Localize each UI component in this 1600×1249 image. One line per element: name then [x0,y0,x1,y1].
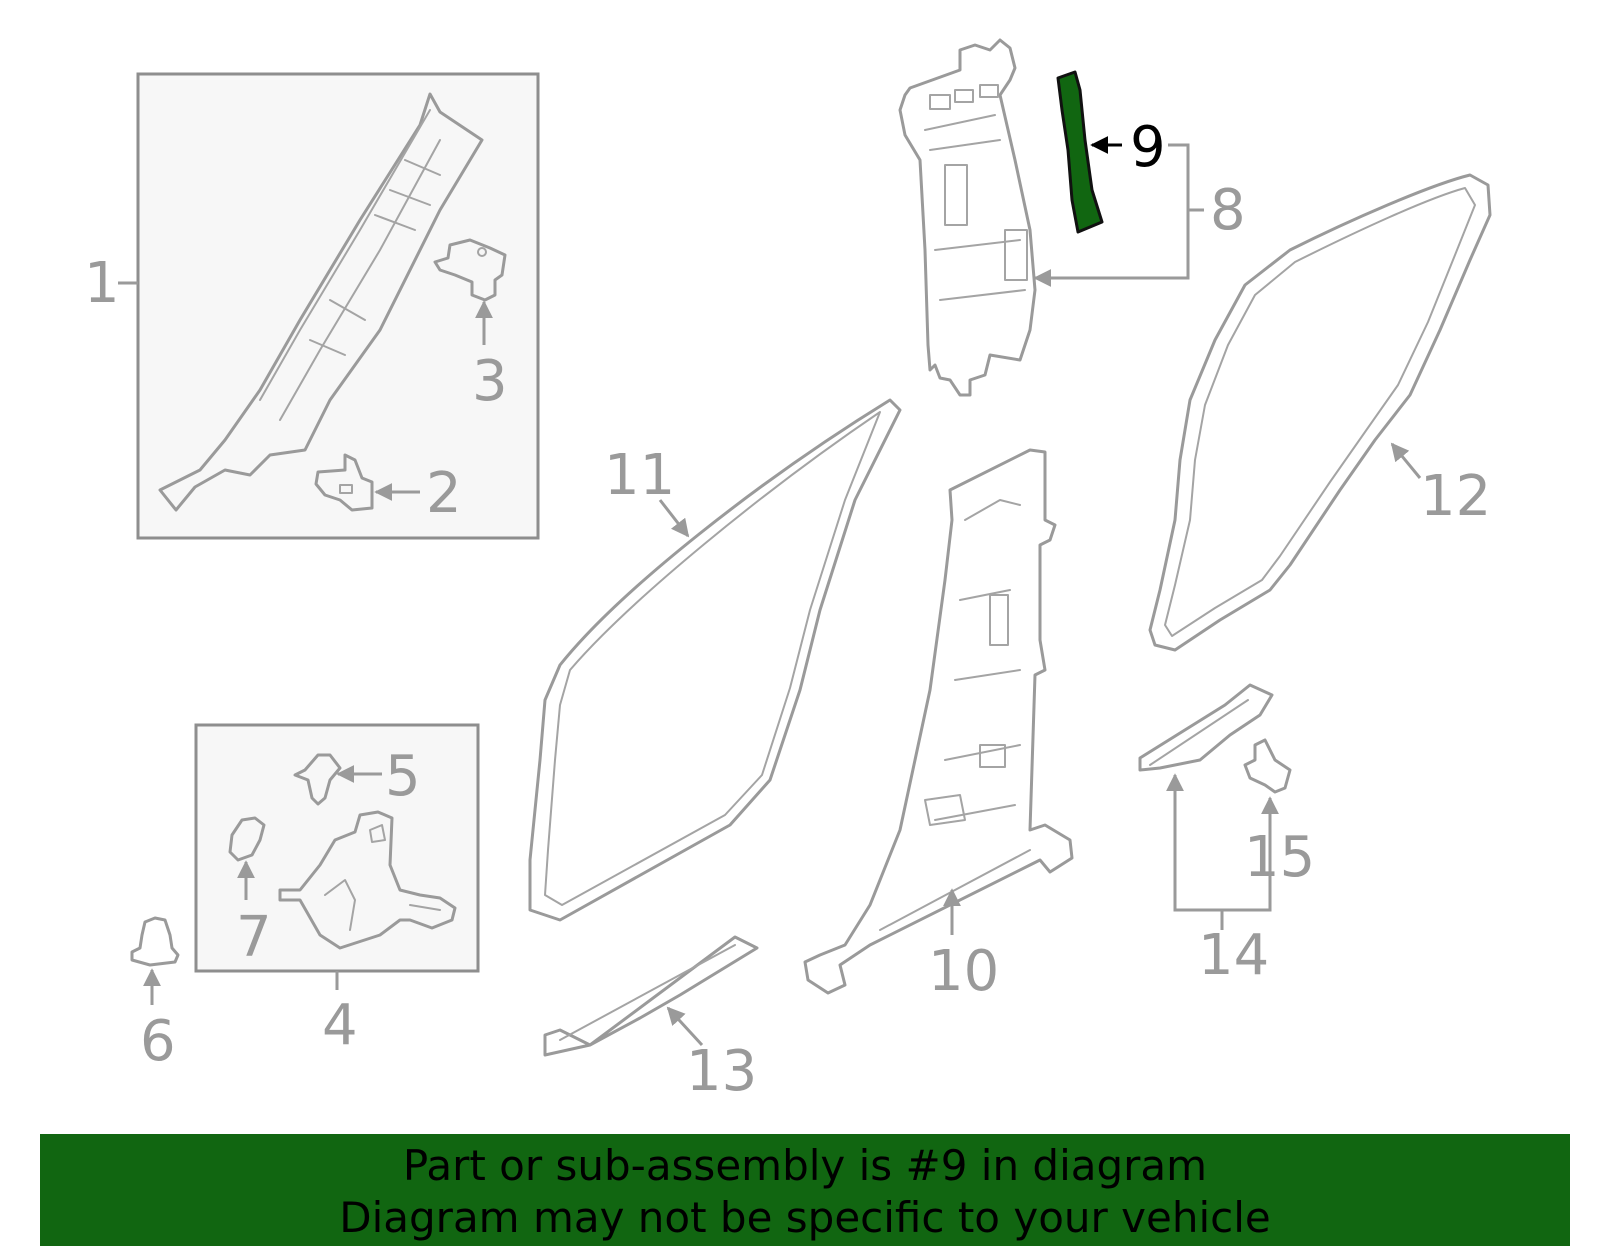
callout-15: 15 [1244,825,1315,890]
banner-line-1: Part or sub-assembly is #9 in diagram [402,1141,1208,1190]
callout-7: 7 [236,905,272,970]
part-2-clip[interactable] [314,453,374,512]
callout-10: 10 [928,939,999,1004]
callout-14: 14 [1198,923,1269,988]
part-12-rear-door-weatherstrip[interactable] [1148,173,1492,652]
callout-4: 4 [322,993,358,1058]
part-1-a-pillar-trim[interactable] [158,92,484,512]
part-14-rear-scuff-plate[interactable] [1138,683,1274,772]
callout-2: 2 [426,461,462,526]
callout-8: 8 [1210,178,1246,243]
bracket-8 [1040,143,1190,280]
part-11-front-door-weatherstrip[interactable] [528,398,902,922]
callout-13: 13 [686,1039,757,1104]
callout-1: 1 [84,251,120,316]
part-15-clip[interactable] [1243,738,1292,794]
group-box-1 [136,72,540,540]
info-banner: Part or sub-assembly is #9 in diagram Di… [40,1134,1570,1246]
callout-12: 12 [1420,464,1491,529]
banner-line-2: Diagram may not be specific to your vehi… [339,1193,1271,1242]
leader-11 [658,499,690,538]
part-13-front-scuff-plate[interactable] [543,935,759,1057]
callout-9: 9 [1130,115,1166,180]
part-8-b-pillar-upper-trim[interactable] [898,38,1037,397]
part-7-clip[interactable] [228,816,266,862]
leader-12 [1390,442,1422,479]
leader-13 [666,1006,704,1047]
callout-11: 11 [604,443,675,508]
callout-3: 3 [472,349,508,414]
callout-5: 5 [385,744,421,809]
callout-6: 6 [140,1009,176,1074]
part-5-push-clip[interactable] [293,753,342,806]
part-9-highlighted[interactable] [1056,70,1104,234]
part-6-clip[interactable] [130,916,180,967]
part-3-clip[interactable] [433,238,507,302]
part-4-assembly[interactable] [278,810,457,950]
